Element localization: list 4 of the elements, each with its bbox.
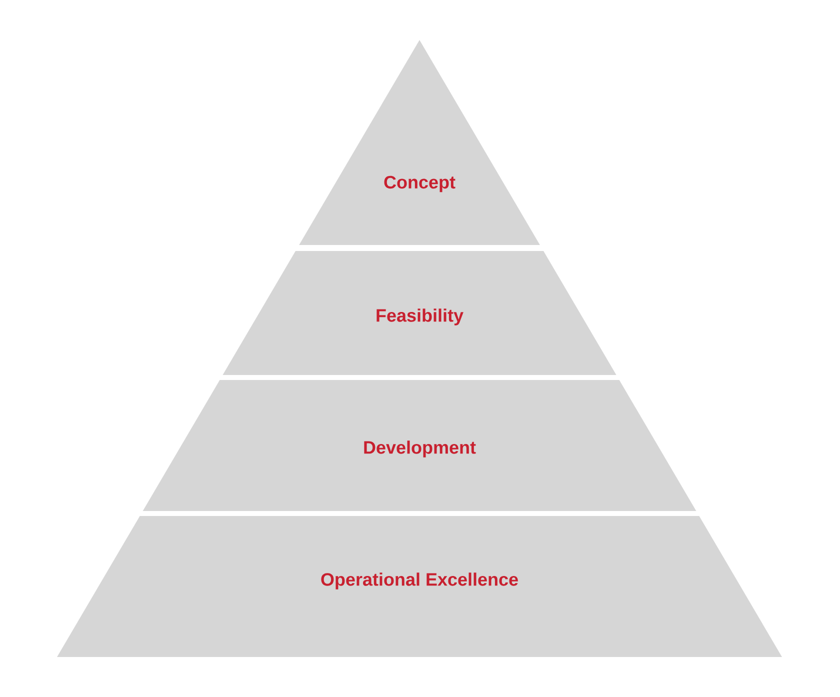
- pyramid-tier: Feasibility: [222, 251, 616, 375]
- pyramid-tier: Development: [142, 380, 696, 511]
- pyramid-tier: Concept: [299, 40, 540, 245]
- pyramid-tier: Operational Excellence: [57, 516, 782, 657]
